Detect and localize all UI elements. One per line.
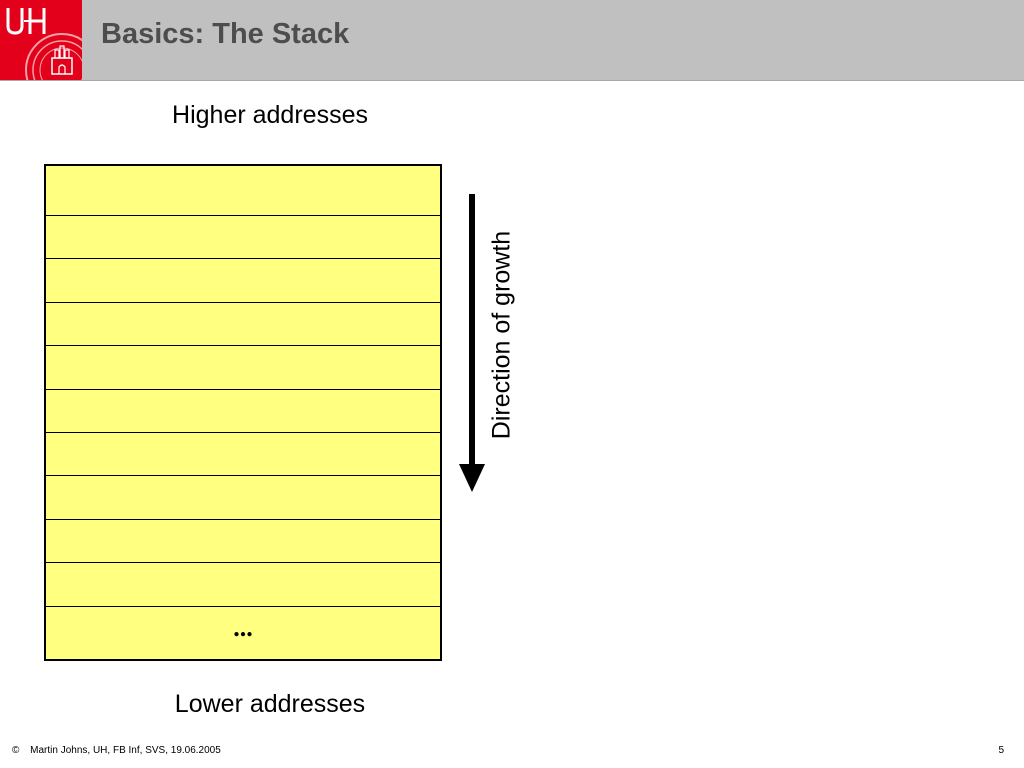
direction-of-growth-label: Direction of growth — [487, 230, 516, 440]
page-number: 5 — [998, 745, 1004, 756]
copyright-symbol: © — [12, 745, 20, 756]
stack-cell — [46, 476, 440, 520]
logo-emblem-icon — [6, 8, 82, 80]
stack-cell — [46, 166, 440, 216]
stack-cell — [46, 433, 440, 477]
slide-title: Basics: The Stack — [101, 18, 350, 50]
footer-credit-text: Martin Johns, UH, FB Inf, SVS, 19.06.200… — [30, 745, 221, 756]
stack-ellipsis: ... — [233, 612, 253, 642]
stack-cell — [46, 216, 440, 260]
stack-cell — [46, 259, 440, 303]
lower-addresses-label: Lower addresses — [174, 690, 366, 718]
slide-header: Basics: The Stack — [0, 0, 1024, 81]
footer-credit: © Martin Johns, UH, FB Inf, SVS, 19.06.2… — [12, 745, 221, 756]
stack-cell — [46, 346, 440, 390]
stack-cell — [46, 563, 440, 607]
uhh-logo — [0, 0, 82, 80]
stack-cell — [46, 520, 440, 564]
stack-cell — [46, 303, 440, 347]
stack-cell — [46, 390, 440, 433]
growth-arrow-icon — [459, 194, 485, 492]
higher-addresses-label: Higher addresses — [172, 101, 368, 129]
stack-diagram: ... — [44, 164, 442, 661]
stack-cell-last: ... — [46, 607, 440, 659]
